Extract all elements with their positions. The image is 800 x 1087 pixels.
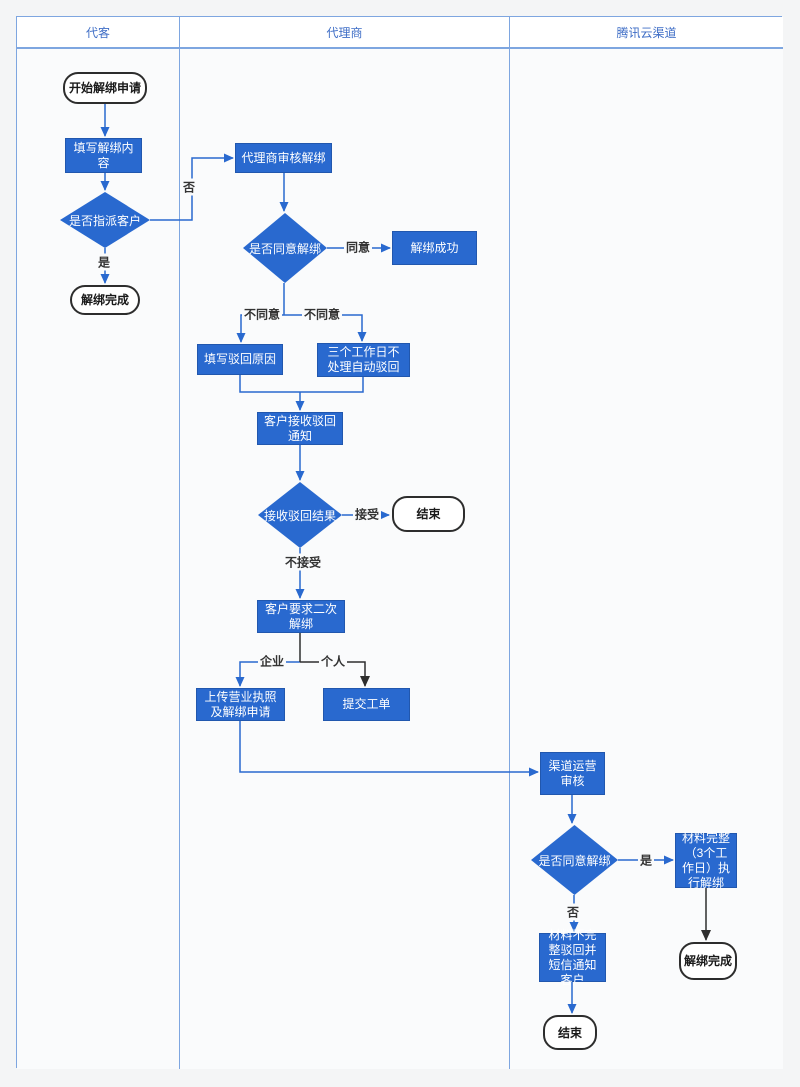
node-label: 结束	[557, 1025, 582, 1040]
decision-receive-reject-result: 接收驳回结果	[258, 482, 342, 548]
process-second-unbind: 客户要求二次解绑	[257, 600, 345, 633]
process-channel-review: 渠道运营审核	[540, 752, 605, 795]
process-receive-reject-notice: 客户接收驳回通知	[257, 412, 343, 445]
lane-header-channel: 腾讯云渠道	[510, 17, 783, 49]
terminator-end-mid: 结束	[392, 496, 465, 532]
swimlane-pool: 代客 代理商 腾讯云渠道	[16, 16, 783, 1069]
edge-label-yes: 是	[95, 253, 113, 271]
diamond-shape	[243, 213, 327, 283]
node-label: 填写解绑内容	[73, 140, 134, 170]
node-label: 是否同意解绑	[248, 241, 321, 256]
process-auto-reject: 三个工作日不处理自动驳回	[317, 343, 410, 377]
edge-label-agree: 同意	[343, 238, 373, 256]
node-label: 代理商审核解绑	[241, 150, 326, 165]
edge-label-no: 否	[180, 178, 198, 196]
lane-title-agent: 代理商	[326, 25, 363, 40]
decision-channel-agree: 是否同意解绑	[531, 825, 618, 895]
edge-label-yes-2: 是	[637, 851, 655, 869]
process-agent-review: 代理商审核解绑	[235, 143, 332, 173]
terminator-unbind-done-left: 解绑完成	[70, 285, 140, 315]
lane-header-customer: 代客	[17, 17, 179, 49]
node-label: 解绑完成	[80, 293, 129, 307]
decision-agree-unbind: 是否同意解绑	[243, 213, 327, 283]
lane-body-agent	[179, 49, 510, 1069]
node-label: 材料完整（3个工作日）执行解绑	[681, 830, 730, 890]
process-fill-reject-reason: 填写驳回原因	[197, 344, 283, 375]
node-label: 客户要求二次解绑	[264, 601, 337, 631]
process-fill-content: 填写解绑内容	[65, 138, 142, 173]
diamond-shape	[531, 825, 618, 895]
process-unbind-success: 解绑成功	[392, 231, 477, 265]
node-label: 开始解绑申请	[68, 81, 141, 95]
node-label: 解绑完成	[683, 954, 732, 968]
node-label: 填写驳回原因	[203, 352, 276, 366]
lane-body-channel	[510, 49, 783, 1069]
node-label: 接收驳回结果	[263, 508, 336, 523]
node-label: 是否同意解绑	[538, 853, 611, 868]
diamond-shape	[258, 482, 342, 548]
terminator-unbind-done-right: 解绑完成	[679, 942, 737, 980]
node-label: 三个工作日不处理自动驳回	[327, 345, 400, 374]
process-material-complete: 材料完整（3个工作日）执行解绑	[675, 830, 737, 890]
edge-label-not-accept: 不接受	[282, 553, 324, 571]
process-upload-license: 上传营业执照及解绑申请	[196, 688, 285, 721]
node-label: 提交工单	[342, 697, 391, 711]
terminator-end-right: 结束	[543, 1015, 597, 1050]
process-material-incomplete: 材料不完整驳回并短信通知客户	[539, 928, 606, 987]
node-label: 客户接收驳回通知	[263, 413, 336, 443]
decision-assign-customer: 是否指派客户	[60, 192, 150, 248]
lane-title-customer: 代客	[85, 25, 110, 40]
node-label: 材料不完整驳回并短信通知客户	[548, 927, 597, 987]
edge-label-enterprise: 企业	[257, 652, 287, 670]
node-label: 解绑成功	[410, 240, 459, 255]
process-submit-ticket: 提交工单	[323, 688, 410, 721]
edge-label-personal: 个人	[318, 652, 348, 670]
node-label: 上传营业执照及解绑申请	[204, 689, 277, 719]
node-label: 结束	[416, 507, 441, 521]
node-label: 渠道运营审核	[548, 758, 597, 788]
edge-label-disagree-left: 不同意	[241, 305, 283, 323]
lane-header-agent: 代理商	[179, 17, 510, 49]
edge-label-disagree-right: 不同意	[301, 305, 343, 323]
node-label: 是否指派客户	[68, 213, 141, 228]
terminator-start-request: 开始解绑申请	[63, 72, 147, 104]
edge-label-no-2: 否	[564, 903, 582, 921]
lane-title-channel: 腾讯云渠道	[616, 25, 677, 40]
diamond-shape	[60, 192, 150, 248]
edge-label-accept: 接受	[352, 505, 382, 523]
